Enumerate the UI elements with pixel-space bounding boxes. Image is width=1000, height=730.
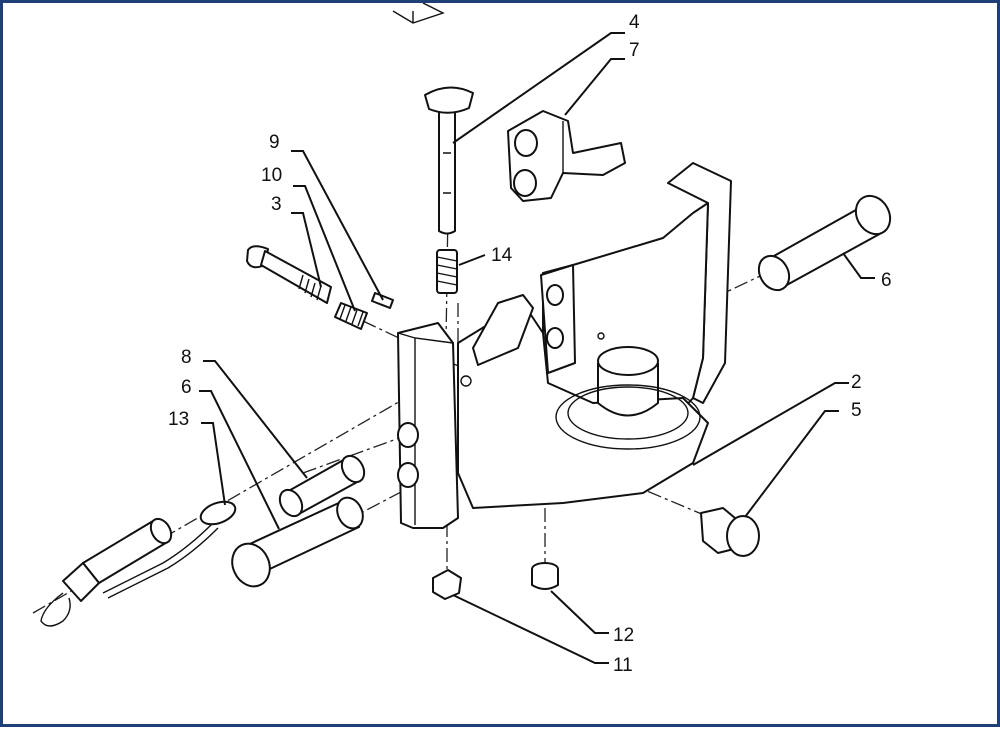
- callout-12: 12: [613, 625, 634, 646]
- part-bushing-12: [531, 562, 559, 590]
- callout-5: 5: [851, 400, 862, 421]
- callout-8: 8: [181, 347, 192, 368]
- callout-11: 11: [613, 655, 633, 676]
- exploded-parts-diagram: 4 7 9 10 3 14 6 8 6 13 2 5 12 11: [32, 3, 892, 676]
- callout-4: 4: [629, 12, 640, 33]
- part-pin-6-left: [231, 496, 364, 588]
- callout-13: 13: [168, 409, 189, 430]
- callout-2: 2: [851, 372, 862, 393]
- part-cap-5: [700, 507, 760, 557]
- part-chain-13: [40, 500, 237, 627]
- callout-14: 14: [491, 245, 513, 266]
- part-spring-14: [436, 249, 458, 294]
- callout-6-right: 6: [881, 270, 892, 291]
- part-small-pin-9: [371, 292, 394, 309]
- part-spring-10: [334, 302, 368, 330]
- callout-7: 7: [629, 40, 640, 61]
- stray-box-fragment: [392, 3, 445, 24]
- part-pin-4: [424, 86, 474, 235]
- part-nut-11: [432, 569, 462, 600]
- callout-10: 10: [261, 165, 282, 186]
- callout-labels: 4 7 9 10 3 14 6 8 6 13 2 5 12 11: [168, 12, 892, 676]
- coupling-body: [397, 162, 732, 529]
- part-bolt-3: [246, 245, 332, 304]
- part-latch-7: [507, 110, 626, 202]
- callout-6-left: 6: [181, 377, 192, 398]
- leader-lines: [199, 32, 875, 664]
- callout-9: 9: [269, 132, 280, 153]
- part-roller-8: [278, 454, 366, 518]
- callout-3: 3: [271, 194, 282, 215]
- part-pin-6-right: [757, 194, 892, 292]
